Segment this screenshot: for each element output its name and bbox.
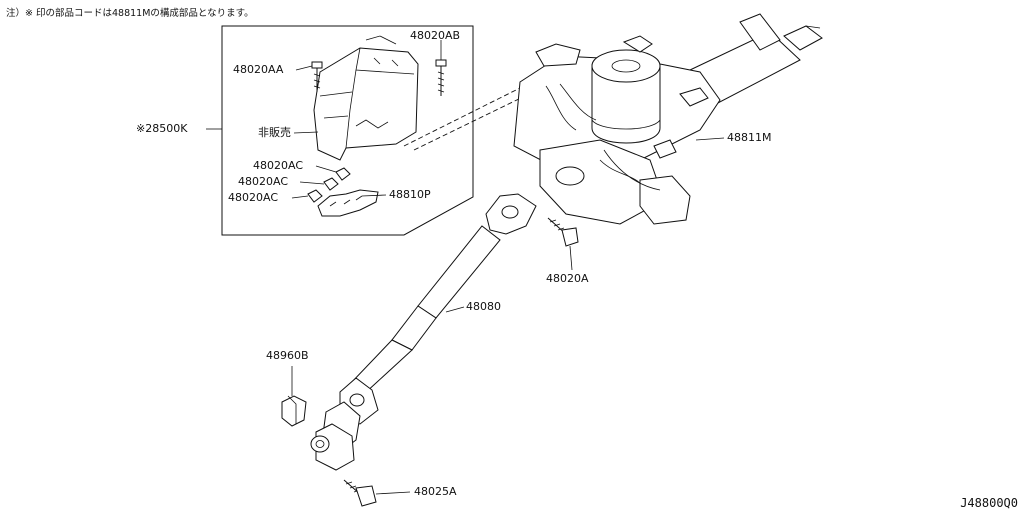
seal-48960B-drawing <box>281 395 307 427</box>
bolt-48020AB-drawing <box>435 59 447 96</box>
callout-48020AC-3: 48020AC <box>228 191 279 204</box>
callout-48020AC-1: 48020AC <box>253 159 304 172</box>
callout-28500K: ※28500K <box>136 122 188 135</box>
intermediate-shaft-drawing <box>310 193 537 471</box>
callout-48080: 48080 <box>466 300 501 313</box>
control-unit-drawing <box>313 35 419 161</box>
leader-48020A <box>569 245 573 271</box>
clips-48020AC-drawing <box>307 167 351 203</box>
bolt-48020A-drawing <box>547 217 579 247</box>
leader-48810P <box>361 194 387 197</box>
leader-48080 <box>445 306 465 313</box>
leader-48020AC-2 <box>299 181 325 185</box>
component-note: 注）※ 印の部品コードは48811Mの構成部品となります。 <box>6 8 254 19</box>
callout-48020AB: 48020AB <box>410 29 461 42</box>
leader-48025A <box>375 491 411 495</box>
callout-48025A: 48025A <box>414 485 457 498</box>
leader-48020AC-1 <box>315 165 337 173</box>
bracket-48810P-drawing <box>317 189 379 217</box>
callout-48020A: 48020A <box>546 272 589 285</box>
dashed-link <box>403 87 521 147</box>
callout-48960B: 48960B <box>266 349 309 362</box>
bolt-48025A-drawing <box>343 479 377 507</box>
callout-48020AC-2: 48020AC <box>238 175 289 188</box>
callout-48020AA: 48020AA <box>233 63 284 76</box>
callout-not-for-sale: 非販売 <box>258 126 291 139</box>
diagram-code: J48800Q0 <box>960 496 1018 510</box>
leader-not-for-sale <box>293 131 319 134</box>
callout-48810P: 48810P <box>389 188 431 201</box>
callout-48811M: 48811M <box>727 131 772 144</box>
leader-48020AA <box>295 65 313 71</box>
bolt-48020AA-drawing <box>311 61 323 92</box>
steering-column-drawing <box>513 13 823 225</box>
leader-48020AC-3 <box>291 195 309 199</box>
leader-48811M <box>695 137 725 141</box>
inset-frame <box>221 25 474 236</box>
